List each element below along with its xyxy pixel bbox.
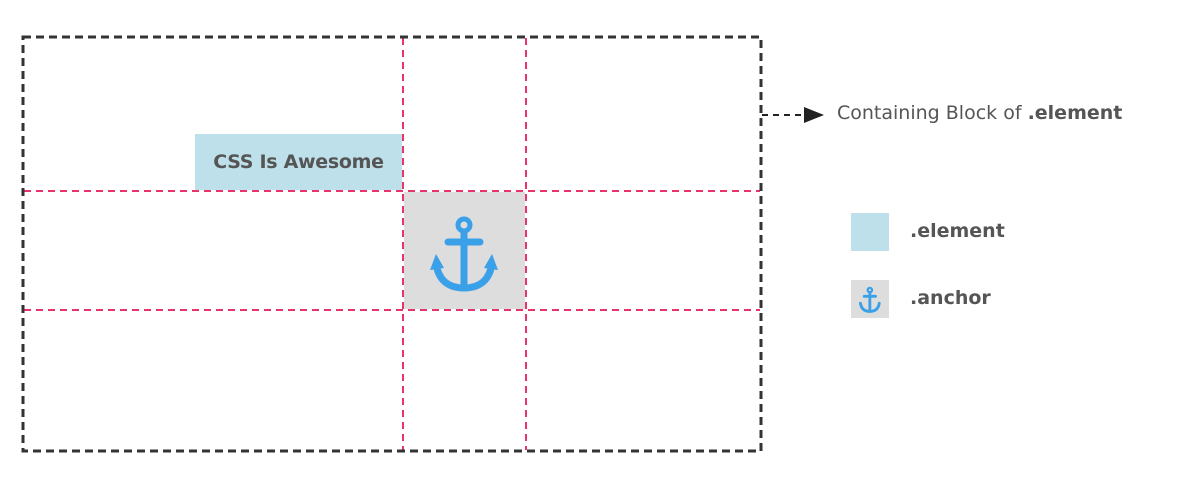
anchor-box [404,192,525,309]
containing-block-label-strong: .element [1027,102,1123,124]
containing-block-label-prefix: Containing Block of [837,102,1028,124]
legend-anchor-icon [859,286,881,313]
element-box: CSS Is Awesome [195,134,402,190]
legend-anchor-swatch [851,280,889,318]
legend-anchor-label: .anchor [910,287,991,309]
containing-block-border [21,35,763,453]
anchor-icon [430,216,498,292]
legend-element-label: .element [910,220,1005,242]
legend-element-swatch [851,213,889,251]
containing-block-label: Containing Block of .element [837,102,1122,124]
element-text: CSS Is Awesome [213,151,384,173]
